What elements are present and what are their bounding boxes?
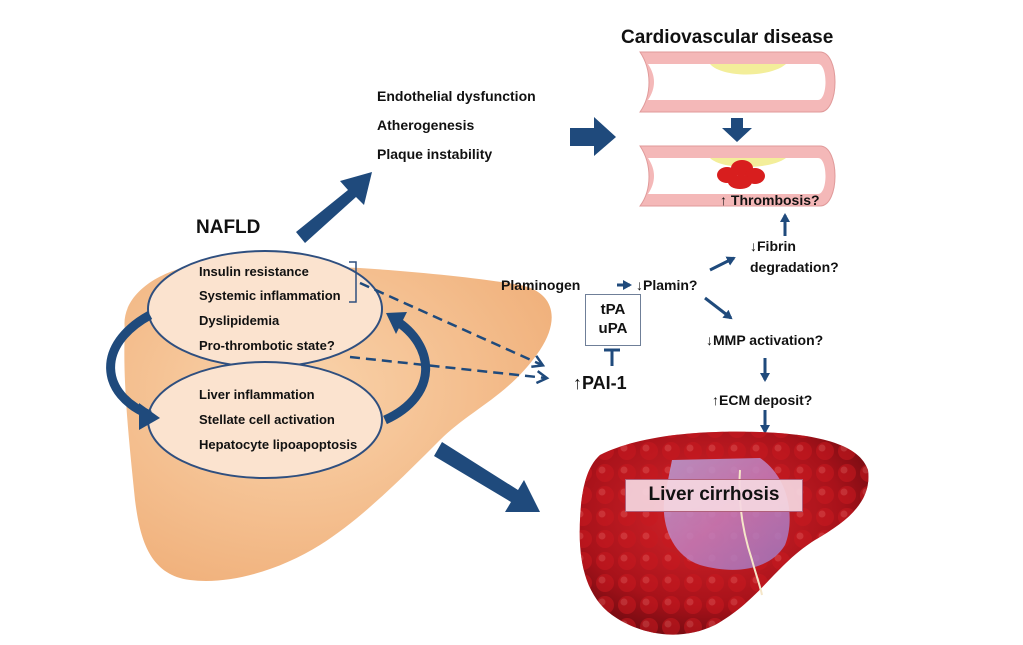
cirrhotic-liver bbox=[579, 431, 869, 635]
plasminogen-label: Plaminogen bbox=[501, 277, 581, 293]
vessel-thrombosis bbox=[639, 145, 836, 207]
arrow-to-fibrin bbox=[709, 256, 736, 272]
pai1-label: ↑PAI-1 bbox=[573, 373, 627, 393]
cirrhosis-label: Liver cirrhosis bbox=[625, 479, 803, 512]
diagram-title: Cardiovascular disease bbox=[621, 27, 834, 48]
systemic-factor-label: Systemic inflammation bbox=[199, 288, 341, 303]
activators-box: tPA uPA bbox=[585, 294, 641, 346]
thrombosis-label: ↑ Thrombosis? bbox=[720, 192, 820, 208]
inhibition-line bbox=[604, 348, 620, 366]
fibrin-label-line1: ↓Fibrin bbox=[750, 238, 796, 254]
arrow-to-cirrhosis bbox=[434, 442, 540, 512]
nafld-label: NAFLD bbox=[196, 217, 261, 238]
cycle-arrow-left bbox=[106, 311, 153, 420]
arrow-to-mmp bbox=[704, 296, 733, 320]
cycle-arrow-left-head bbox=[139, 403, 160, 430]
arrow-to-cv-effects bbox=[296, 172, 372, 243]
cv-effect-label: Plaque instability bbox=[377, 146, 493, 162]
bracket bbox=[349, 261, 357, 303]
cv-effect-label: Atherogenesis bbox=[377, 117, 475, 133]
systemic-factor-label: Pro-thrombotic state? bbox=[199, 338, 335, 353]
cycle-arrow-right-head bbox=[386, 312, 407, 334]
liver-factor-label: Hepatocyte lipoapoptosis bbox=[199, 437, 358, 452]
cycle-arrow-right bbox=[383, 316, 431, 425]
tpa-label: tPA bbox=[600, 301, 626, 318]
plasmin-label: ↓Plamin? bbox=[636, 277, 698, 293]
cv-effect-label: Endothelial dysfunction bbox=[377, 88, 536, 104]
systemic-factor-label: Dyslipidemia bbox=[199, 313, 280, 328]
liver-factor-label: Liver inflammation bbox=[199, 387, 315, 402]
dashed-arrow-2 bbox=[349, 355, 546, 378]
dashed-arrow-1 bbox=[359, 281, 542, 365]
upa-label: uPA bbox=[598, 320, 628, 337]
blood-clot bbox=[717, 160, 765, 189]
arrow-down-vessels bbox=[722, 118, 752, 142]
liver-factor-label: Stellate cell activation bbox=[199, 412, 335, 427]
ecm-label: ↑ECM deposit? bbox=[712, 392, 813, 408]
arrow-to-vessel bbox=[570, 117, 616, 156]
mmp-label: ↓MMP activation? bbox=[706, 332, 824, 348]
fibrin-label-line2: degradation? bbox=[750, 259, 839, 275]
vessel-healthy bbox=[639, 51, 836, 113]
systemic-factor-label: Insulin resistance bbox=[199, 264, 309, 279]
